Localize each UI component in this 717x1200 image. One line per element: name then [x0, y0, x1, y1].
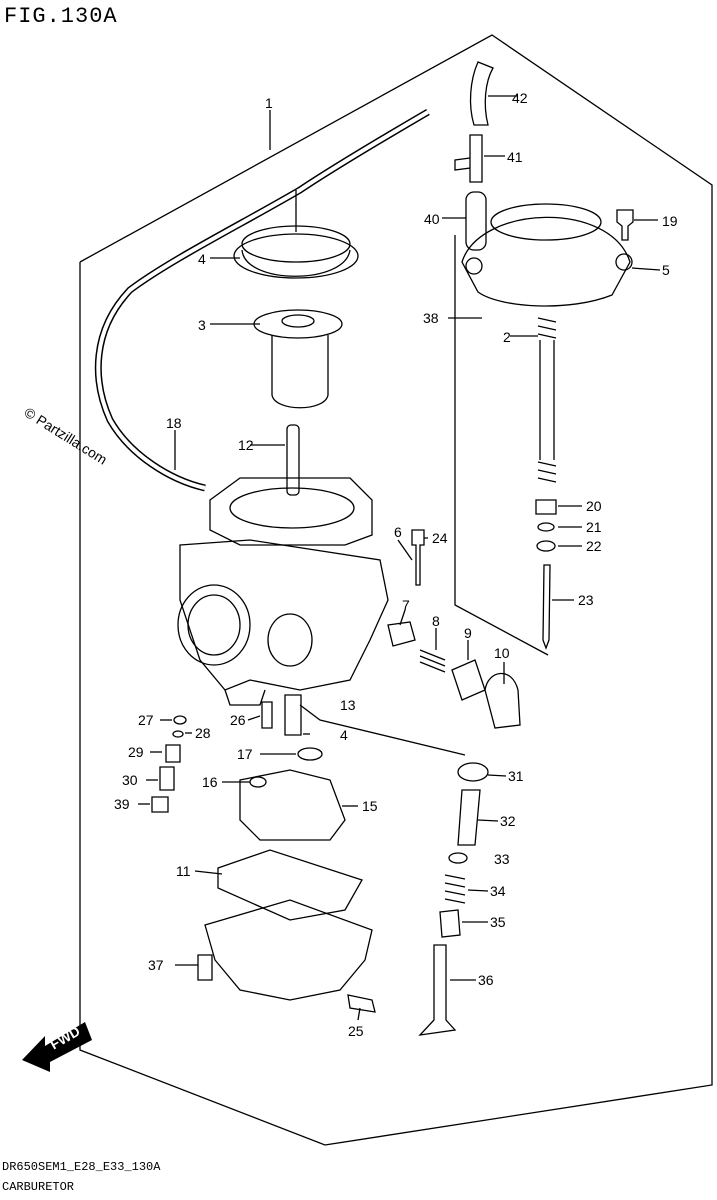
callout-label: 4 — [198, 251, 206, 267]
piston-part — [253, 309, 343, 339]
callout-label: 15 — [362, 798, 378, 814]
callout-label: 9 — [464, 625, 472, 641]
callout-label: 18 — [166, 415, 182, 431]
callout-label: 27 — [138, 712, 154, 728]
callout-label: 32 — [500, 813, 516, 829]
callout-label: 41 — [507, 149, 523, 165]
valve-part — [387, 621, 416, 647]
callout-label: 33 — [494, 851, 510, 867]
holder-31-part — [457, 762, 489, 782]
footer-name: CARBURETOR — [2, 1180, 75, 1194]
callout-label: 30 — [122, 772, 138, 788]
callout-label: 12 — [238, 437, 254, 453]
jet-needle-part — [286, 424, 300, 496]
fwd-arrow: FWD — [22, 1022, 92, 1072]
callout-label: 34 — [490, 883, 506, 899]
callout-label: 42 — [512, 90, 528, 106]
callout-label: 16 — [202, 774, 218, 790]
screw-37-part — [197, 954, 213, 981]
callout-label: 40 — [424, 211, 440, 227]
spring-part — [537, 317, 557, 483]
oring-16 — [249, 776, 267, 788]
callout-label: 11 — [176, 863, 191, 879]
callout-label: 23 — [578, 592, 594, 608]
callout-label: 21 — [586, 519, 602, 535]
oring-small-2 — [172, 730, 184, 738]
callout-label: 31 — [508, 768, 524, 784]
cap-small-part — [151, 796, 169, 813]
callout-label: 28 — [195, 725, 211, 741]
callout-label: 1 — [265, 95, 273, 111]
callout-label: 4 — [340, 727, 348, 743]
callout-label: 26 — [230, 712, 246, 728]
main-jet-part — [284, 694, 302, 736]
callout-label: 17 — [237, 746, 253, 762]
tube-part — [465, 191, 487, 251]
float-bowl-part — [204, 899, 373, 1001]
plug-part — [165, 744, 181, 763]
carburetor-body — [177, 477, 389, 706]
pilot-screw-part — [411, 529, 425, 586]
callout-label: 2 — [503, 329, 511, 345]
screw-small-part — [159, 766, 175, 791]
gasket-part — [217, 849, 363, 921]
callout-label: 25 — [348, 1023, 364, 1039]
needle-jet-part — [457, 789, 481, 846]
callout-label: 7 — [402, 597, 410, 613]
callout-label: 20 — [586, 498, 602, 514]
callout-label: 13 — [340, 697, 356, 713]
fuel-hose — [94, 108, 430, 492]
callout-label: 39 — [114, 796, 130, 812]
small-spring-part — [419, 649, 446, 673]
subassembly-frame — [454, 235, 549, 656]
callout-label: 3 — [198, 317, 206, 333]
callout-label: 29 — [128, 744, 144, 760]
washer-33 — [448, 852, 468, 864]
callout-label: 8 — [432, 613, 440, 629]
joint-part — [454, 134, 483, 183]
callout-label: 22 — [586, 538, 602, 554]
figure-title: FIG.130A — [4, 4, 118, 29]
callout-label: 38 — [423, 310, 439, 326]
drain-screw-part — [347, 994, 376, 1013]
callout-label: 5 — [662, 262, 670, 278]
callout-label: 36 — [478, 972, 494, 988]
pump-cover-part — [239, 769, 346, 841]
callout-label: 37 — [148, 957, 164, 973]
needle-part — [542, 564, 551, 650]
callout-label: 19 — [662, 213, 678, 229]
plunger-35-part — [439, 909, 461, 938]
screw-part — [616, 209, 634, 241]
callout-label: 35 — [490, 914, 506, 930]
seal-part — [451, 659, 486, 701]
callout-label: 24 — [432, 530, 448, 546]
ring-part — [537, 522, 555, 532]
diaphragm-part — [233, 233, 359, 279]
callout-label: 10 — [494, 645, 510, 661]
top-cap-part — [461, 203, 633, 307]
holder-part — [535, 499, 557, 515]
boot-part — [484, 672, 521, 729]
assembly-frame — [79, 34, 713, 1146]
bolt-36-part — [418, 944, 457, 1036]
callout-label: 6 — [394, 524, 402, 540]
footer-code: DR650SEM1_E28_E33_130A — [2, 1160, 161, 1174]
spring-34-part — [444, 874, 466, 904]
oring-17 — [297, 747, 323, 761]
nipple-part — [261, 701, 273, 729]
vent-hose-part — [469, 61, 494, 126]
oring-small — [173, 715, 187, 725]
washer-part — [536, 540, 556, 552]
